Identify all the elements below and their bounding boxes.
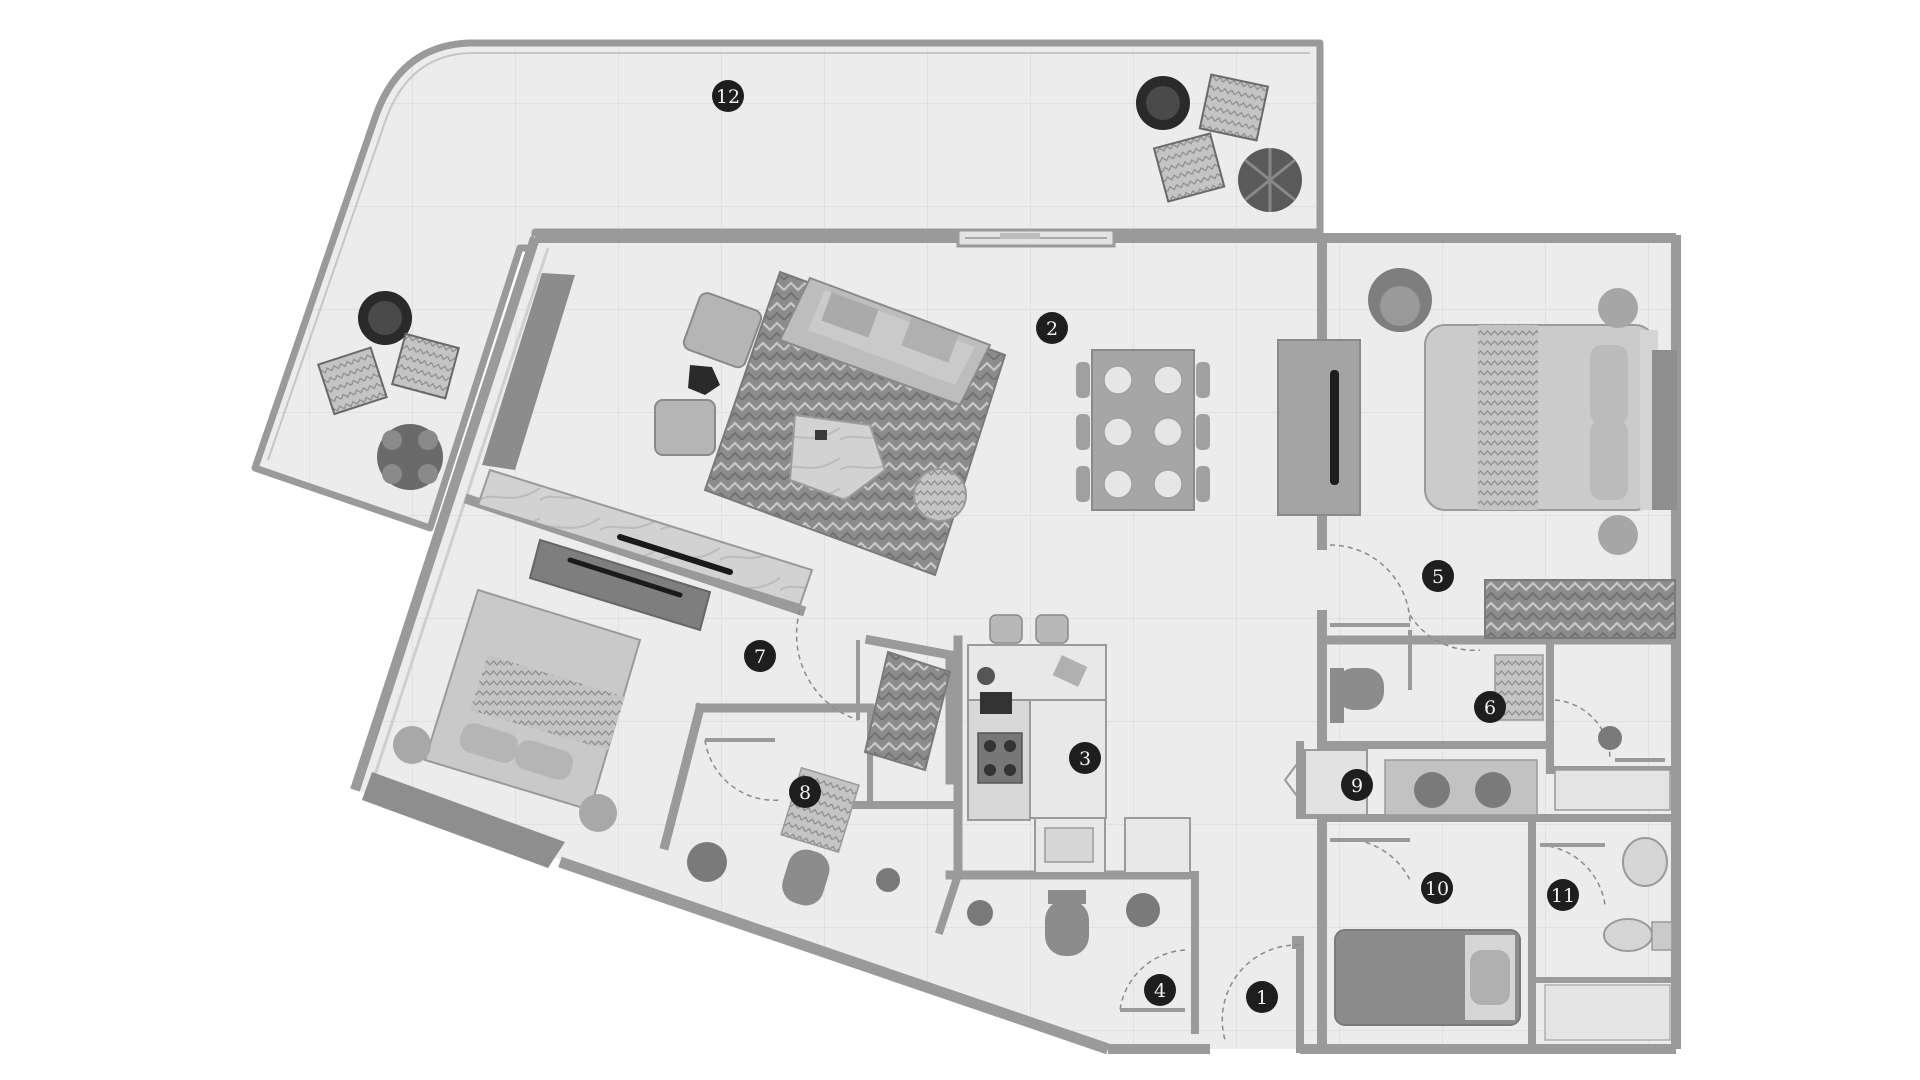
room-marker-2: 2: [1036, 312, 1068, 344]
bedroom-7-bed: [393, 588, 642, 832]
room-marker-7: 7: [744, 640, 776, 672]
room-marker-10: 10: [1421, 872, 1453, 904]
room-marker-8: 8: [789, 776, 821, 808]
room-marker-4: 4: [1144, 974, 1176, 1006]
room-marker-label: 10: [1425, 878, 1449, 900]
bedroom-10-bed: [1334, 929, 1521, 1026]
room-marker-12: 12: [712, 80, 744, 112]
living-left-panel: [482, 273, 575, 470]
laundry-9: [1283, 749, 1538, 816]
room-marker-label: 3: [1079, 748, 1091, 770]
room-marker-badge: [1547, 879, 1579, 911]
door-leaves: [705, 623, 1665, 1040]
top-window: [956, 228, 1116, 248]
room-marker-badge: [1036, 312, 1068, 344]
side-table: [688, 365, 720, 395]
bath-4: [967, 890, 1160, 956]
room-marker-1: 1: [1246, 981, 1278, 1013]
bedroom-7-wardrobe: [863, 650, 952, 772]
room-marker-badge: [1144, 974, 1176, 1006]
bath-11: [1544, 837, 1673, 1041]
pouf: [913, 468, 967, 522]
armchair-top: [682, 292, 763, 369]
room-marker-label: 5: [1432, 566, 1444, 588]
room-marker-11: 11: [1547, 879, 1579, 911]
bedroom-window-wall: [362, 772, 565, 868]
room-marker-label: 2: [1046, 318, 1058, 340]
room-marker-label: 7: [754, 646, 766, 668]
tv-console: [476, 468, 814, 632]
room-marker-badge: [1474, 691, 1506, 723]
room-marker-label: 8: [799, 782, 811, 804]
room-marker-label: 4: [1154, 980, 1166, 1002]
master-bed: [1424, 288, 1677, 555]
room-marker-badge: [1422, 560, 1454, 592]
master-wardrobe: [1484, 579, 1676, 639]
room-marker-9: 9: [1341, 769, 1373, 801]
room-marker-badge: [744, 640, 776, 672]
room-marker-badge: [1246, 981, 1278, 1013]
room-marker-label: 11: [1551, 885, 1575, 907]
room-marker-badge: [1069, 742, 1101, 774]
room-marker-badge: [1421, 872, 1453, 904]
room-marker-badge: [712, 80, 744, 112]
room-marker-label: 1: [1256, 987, 1268, 1009]
room-marker-6: 6: [1474, 691, 1506, 723]
room-marker-label: 12: [716, 86, 740, 108]
room-marker-3: 3: [1069, 742, 1101, 774]
master-armchair: [1368, 268, 1432, 332]
sofa: [778, 276, 992, 407]
partition-unit: [1277, 339, 1361, 516]
room-marker-badge: [1341, 769, 1373, 801]
terrace-furniture-right: [1136, 73, 1302, 212]
room-marker-5: 5: [1422, 560, 1454, 592]
room-marker-badge: [789, 776, 821, 808]
coffee-table: [788, 413, 887, 502]
bath-6: [1330, 654, 1671, 811]
terrace-furniture-left: [317, 291, 460, 490]
dining-table: [1076, 349, 1210, 511]
room-marker-label: 9: [1351, 775, 1363, 797]
armchair-left: [654, 399, 716, 456]
room-marker-label: 6: [1484, 697, 1496, 719]
